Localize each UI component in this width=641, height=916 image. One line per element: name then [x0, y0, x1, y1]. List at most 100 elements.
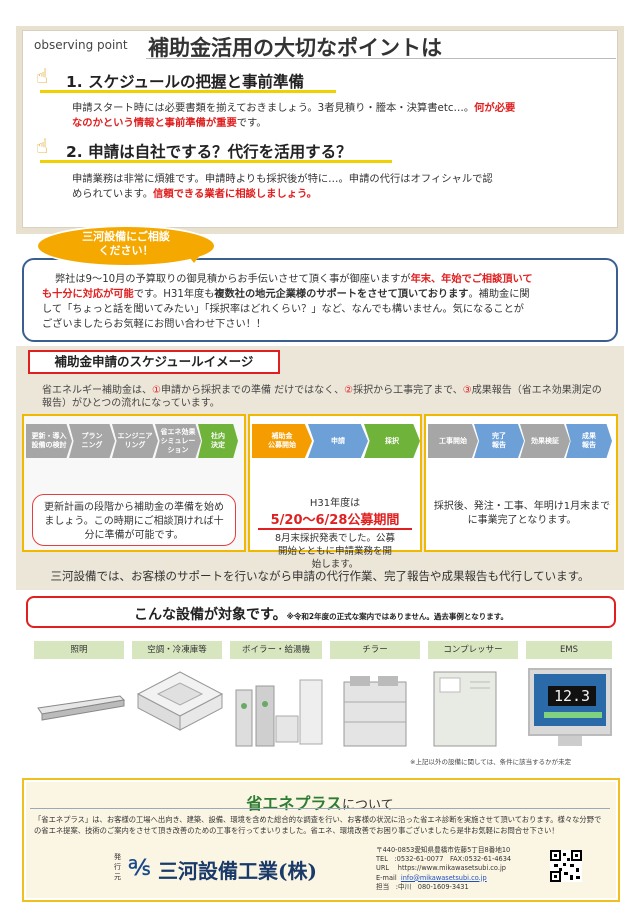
schedule-title: 補助金申請のスケジュールイメージ: [28, 350, 280, 374]
point2-heading: 2. 申請は自社でする？代行を活用する？: [66, 143, 352, 161]
qr-code-icon[interactable]: [550, 850, 582, 882]
consult-box: 弊社は9～10月の予算取りの御見積からお手伝いさせて頂く事が御座いますが年末、年…: [22, 258, 618, 342]
pointing-hand-icon: ☝: [36, 134, 49, 158]
point2-underline: [40, 160, 392, 163]
footer-description: 「省エネプラス」は、お客様の工場へ出向き、建築、設備、環境を含めた総合的な調査を…: [34, 815, 602, 835]
ems-display: 12.3: [548, 686, 596, 706]
monitor-stand: [558, 736, 582, 746]
point1-text-b-red: なのかという情報と事前準備が重要: [72, 116, 237, 129]
phase2-steps: 補助金公募開始 申請 採択: [252, 424, 420, 458]
point2-text-b: められています。: [72, 187, 154, 200]
consult-t1-red: 年末、年始でご相談頂いて: [410, 274, 533, 285]
point2-text-a: 申請業務は非常に煩雑です。申請時よりも採択後が特に…。申請の代行はオフィシャルで…: [72, 173, 493, 185]
equipment-note: ※上記以外の設備に関しては、条件に該当するかが未定: [410, 758, 572, 766]
balloon-tail: [180, 245, 208, 263]
consult-t2-bold: 複数社の地元企業様のサポートをさせて頂いております: [214, 289, 469, 300]
footer-heading: 省エネプラスについて: [30, 790, 610, 814]
schedule-description: 省エネルギー補助金は、①申請から採択までの準備 だけではなく、②採択から工事完了…: [42, 384, 612, 410]
consult-t2: です。H31年度も: [133, 289, 215, 300]
tel: TEL :0532-61-0077 FAX:0532-61-4634: [376, 855, 512, 864]
equipment-title-box: こんな設備が対象です。※令和2年度の正式な案内ではありません。過去事例となります…: [26, 596, 616, 628]
footer-divider: [30, 808, 610, 809]
points-panel: [22, 30, 618, 228]
consult-t3: して「ちょっと話を聞いてみたい」「採択率はどれくらい？」など、なんでも構いません…: [42, 304, 524, 315]
desc-d: 成果報告（省エネ効果測定の: [471, 385, 602, 396]
point1-text-red: 何が必要: [474, 102, 516, 114]
phase1-note: 更新計画の段階から補助金の準備を始めましょう。この時期にご相談頂ければ十分に準備…: [32, 494, 236, 546]
ems-monitor-image: 12.3: [528, 668, 612, 736]
company-name: 三河設備工業(株): [158, 859, 317, 883]
website-link[interactable]: URL https://www.mikawasetsubi.co.jp: [376, 864, 506, 873]
step-item: 補助金公募開始: [252, 424, 312, 458]
ems-screen: 12.3: [534, 674, 606, 726]
equipment-label: 照明: [34, 641, 124, 659]
air-conditioner-image: [136, 671, 224, 731]
company-logo-icon: ℁: [128, 856, 151, 881]
lighting-image: [37, 695, 126, 721]
issuer-label: 発行元: [114, 853, 121, 881]
equipment-title-note: ※令和2年度の正式な案内ではありません。過去事例となります。: [286, 612, 508, 621]
equipment-title: こんな設備が対象です。※令和2年度の正式な案内ではありません。過去事例となります…: [28, 604, 614, 624]
step-item: 申請: [308, 424, 368, 458]
desc-c1: ①: [152, 385, 161, 396]
footer-brand: 省エネプラス: [246, 794, 343, 813]
step-item: 完了報告: [474, 424, 524, 458]
ems-bar: [544, 712, 602, 718]
desc-c: 採択から工事完了まで、: [353, 385, 463, 396]
phase2-note: H31年度は 5/20～6/28公募期間 8月末採択発表でした。公募開始とともに…: [252, 494, 418, 571]
consult-text: 弊社は9～10月の予算取りの御見積からお手伝いさせて頂く事が御座いますが年末、年…: [42, 272, 598, 332]
equipment-label: ボイラー・給湯機: [230, 641, 322, 659]
equipment-label: チラー: [330, 641, 420, 659]
page-title: 補助金活用の大切なポイントは: [148, 36, 442, 60]
desc-e: 報告）がひとつの流れになっています。: [42, 398, 220, 409]
compressor-image: [433, 671, 497, 747]
support-line: 三河設備では、お客様のサポートを行いながら申請の代行作業、完了報告や成果報告も代…: [50, 569, 590, 583]
pointing-hand-icon: ☝: [36, 64, 49, 88]
phase3-steps: 工事開始 完了報告 効果検証 成果報告: [428, 424, 612, 458]
balloon-line1: 三河設備にご相談: [82, 230, 170, 243]
equipment-label: EMS: [526, 641, 612, 659]
point1-text-b: です。: [236, 116, 267, 129]
point1-text-a: 申請スタート時には必要書類を揃えておきましょう。3者見積り・謄本・決算書etc……: [72, 102, 475, 114]
company-contact: 〒440-0853愛知県豊橋市佐藤5丁目8番地10 TEL :0532-61-0…: [376, 846, 511, 892]
step-item: 社内決定: [198, 424, 238, 458]
note2-body: 8月末採択発表でした。公募開始とともに申請業務を開始します。: [274, 533, 396, 570]
title-divider: [146, 58, 616, 59]
balloon-line2: ください！: [98, 244, 154, 257]
point1-underline: [40, 90, 336, 93]
email-link[interactable]: info@mikawasetsubi.co.jp: [400, 873, 487, 882]
desc-c3: ③: [462, 385, 472, 396]
chiller-image: [343, 676, 407, 747]
step-item: プランニング: [69, 424, 115, 458]
equipment-label: 空調・冷凍庫等: [132, 641, 222, 659]
note2-period: 5/20～6/28公募期間: [258, 509, 412, 530]
consult-t2b: 。補助金に関: [468, 289, 530, 300]
footer-inner: [26, 782, 616, 898]
footer-about: について: [342, 798, 394, 813]
point1-text: 申請スタート時には必要書類を揃えておきましょう。3者見積り・謄本・決算書etc……: [72, 101, 612, 130]
phase3-note: 採択後、発注・工事、年明け1月末までに事業完了となります。: [433, 501, 611, 526]
point1-heading: 1. スケジュールの把握と事前準備: [66, 73, 304, 91]
phase1-steps: 更新・導入設備の検討 プランニング エンジニアリング 省エネ効果シミュレーション…: [26, 424, 238, 458]
step-item: 成果報告: [566, 424, 612, 458]
email-label: E-mail: [376, 873, 397, 882]
desc-b: 申請から採択までの準備 だけではなく、: [160, 385, 345, 396]
observing-label: observing point: [34, 38, 128, 52]
consult-t1: 弊社は9～10月の予算取りの御見積からお手伝いさせて頂く事が御座いますが: [54, 274, 411, 285]
point2-text-red: 信頼できる業者に相談しましょう。: [153, 187, 317, 200]
contact-person: 担当 :中川 080-1609-3431: [376, 882, 469, 891]
address: 〒440-0853愛知県豊橋市佐藤5丁目8番地10: [376, 846, 511, 854]
step-item: 採択: [364, 424, 420, 458]
boiler-image: [235, 679, 323, 747]
equipment-title-main: こんな設備が対象です。: [134, 607, 287, 623]
balloon-text: 三河設備にご相談 ください！: [48, 230, 204, 258]
point2-text: 申請業務は非常に煩雑です。申請時よりも採択後が特に…。申請の代行はオフィシャルで…: [72, 172, 612, 201]
step-item: 工事開始: [428, 424, 478, 458]
email-row: E-mail info@mikawasetsubi.co.jp: [376, 874, 511, 883]
consult-t4: ございましたらお気軽にお問い合わせ下さい！！: [42, 319, 267, 330]
step-item: エンジニアリング: [112, 424, 158, 458]
step-item: 効果検証: [520, 424, 570, 458]
consult-t2-red: も十分に対応が可能: [42, 289, 134, 300]
step-item: 更新・導入設備の検討: [26, 424, 72, 458]
desc-c2: ②: [344, 385, 354, 396]
